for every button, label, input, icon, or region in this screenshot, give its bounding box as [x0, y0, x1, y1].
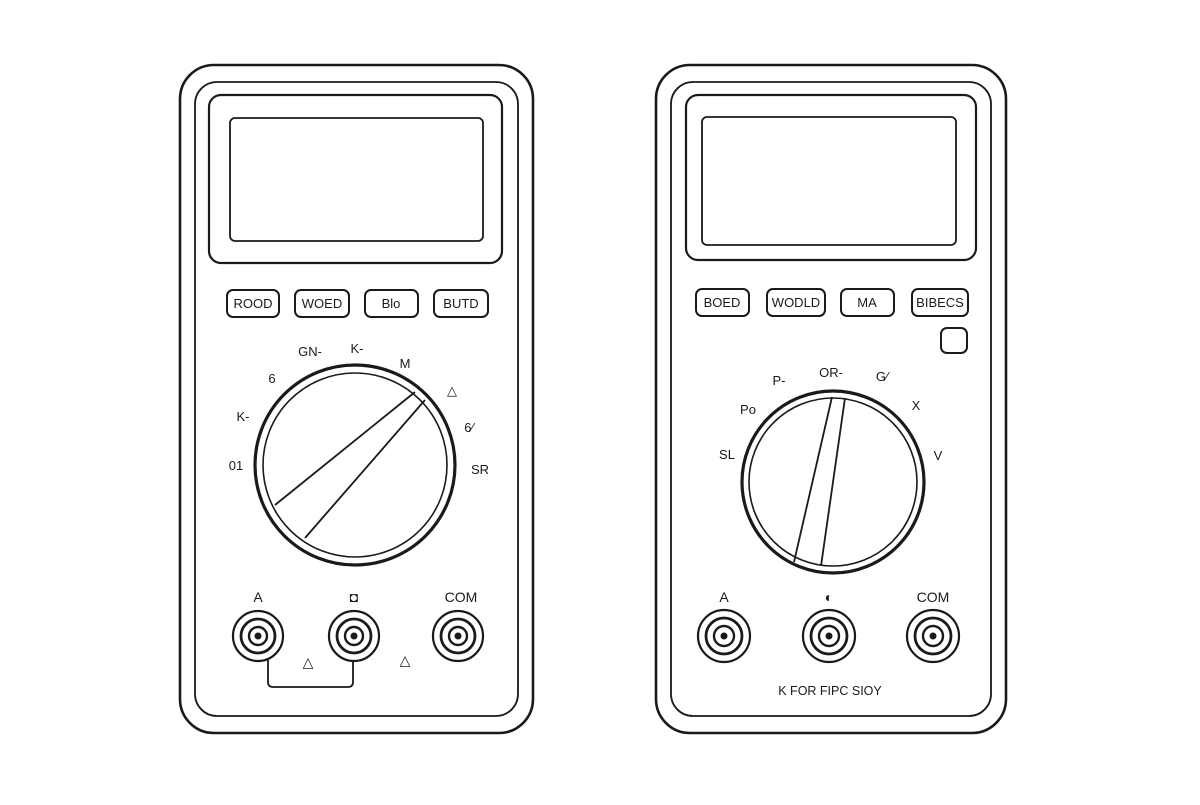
left-jack-bracket: [267, 660, 354, 688]
right-display-bezel: [684, 93, 978, 262]
left-dial-label-5: K-: [351, 341, 364, 356]
right-dial-label-7: V: [934, 448, 943, 463]
right-jack-label-middle: ◐: [825, 589, 833, 605]
right-button-1-label: BOED: [704, 295, 741, 310]
left-button-3-label: Blo: [382, 296, 401, 311]
multimeter-left: [178, 63, 535, 735]
right-button-4-label: BIBECS: [916, 295, 964, 310]
right-small-button[interactable]: [940, 327, 968, 354]
left-display-bezel: [207, 93, 504, 265]
left-dial-label-7: △: [447, 383, 457, 398]
left-warning-marker-2: △: [400, 652, 411, 668]
left-button-3[interactable]: [364, 289, 419, 318]
left-jack-a[interactable]: [231, 609, 285, 663]
multimeter-right: [654, 63, 1008, 735]
left-jack-label-middle: ◘: [350, 589, 358, 605]
left-button-2[interactable]: [294, 289, 350, 318]
right-button-2[interactable]: [766, 288, 826, 317]
left-inner-panel: [194, 81, 519, 717]
right-dial-label-6: X: [912, 398, 921, 413]
right-inner-panel: [670, 81, 992, 717]
left-warning-marker-1: △: [303, 654, 314, 670]
right-jack-label-a: A: [719, 589, 729, 605]
left-rotary-dial[interactable]: [253, 363, 457, 567]
right-jack-middle[interactable]: [801, 608, 857, 664]
right-button-4[interactable]: [911, 288, 969, 317]
right-dial-label-1: SL: [719, 447, 735, 462]
left-jack-label-a: A: [253, 589, 263, 605]
left-dial-label-9: SR: [471, 462, 489, 477]
right-jack-com[interactable]: [905, 608, 961, 664]
left-button-4[interactable]: [433, 289, 489, 318]
left-dial-label-8: 6⁄: [464, 420, 475, 435]
right-jack-label-com: COM: [917, 589, 950, 605]
left-dial-label-6: M: [400, 356, 411, 371]
left-outer-case: [178, 63, 535, 735]
right-button-2-label: WODLD: [772, 295, 820, 310]
left-button-4-label: BUTD: [443, 296, 478, 311]
right-rotary-dial[interactable]: [740, 389, 926, 575]
left-button-1[interactable]: [226, 289, 280, 318]
right-lcd-screen[interactable]: [701, 116, 957, 246]
right-outer-case: [654, 63, 1008, 735]
left-button-2-label: WOED: [302, 296, 342, 311]
left-lcd-screen[interactable]: [229, 117, 484, 242]
left-jack-middle[interactable]: [327, 609, 381, 663]
right-button-3-label: MA: [857, 295, 877, 310]
right-dial-label-5: G⁄: [876, 369, 890, 384]
left-button-1-label: ROOD: [234, 296, 273, 311]
right-dial-label-4: OR-: [819, 365, 843, 380]
right-footer-text: K FOR FIPC SIOY: [778, 684, 882, 698]
right-dial-label-3: P-: [773, 373, 786, 388]
right-jack-a[interactable]: [696, 608, 752, 664]
right-dial-label-2: Po: [740, 402, 756, 417]
right-button-3[interactable]: [840, 288, 895, 317]
left-jack-label-com: COM: [445, 589, 478, 605]
left-dial-label-1: 01: [229, 458, 243, 473]
left-jack-com[interactable]: [431, 609, 485, 663]
left-dial-label-4: GN-: [298, 344, 322, 359]
left-dial-label-3: 6: [268, 371, 275, 386]
right-button-1[interactable]: [695, 288, 750, 317]
left-dial-label-2: K-: [237, 409, 250, 424]
